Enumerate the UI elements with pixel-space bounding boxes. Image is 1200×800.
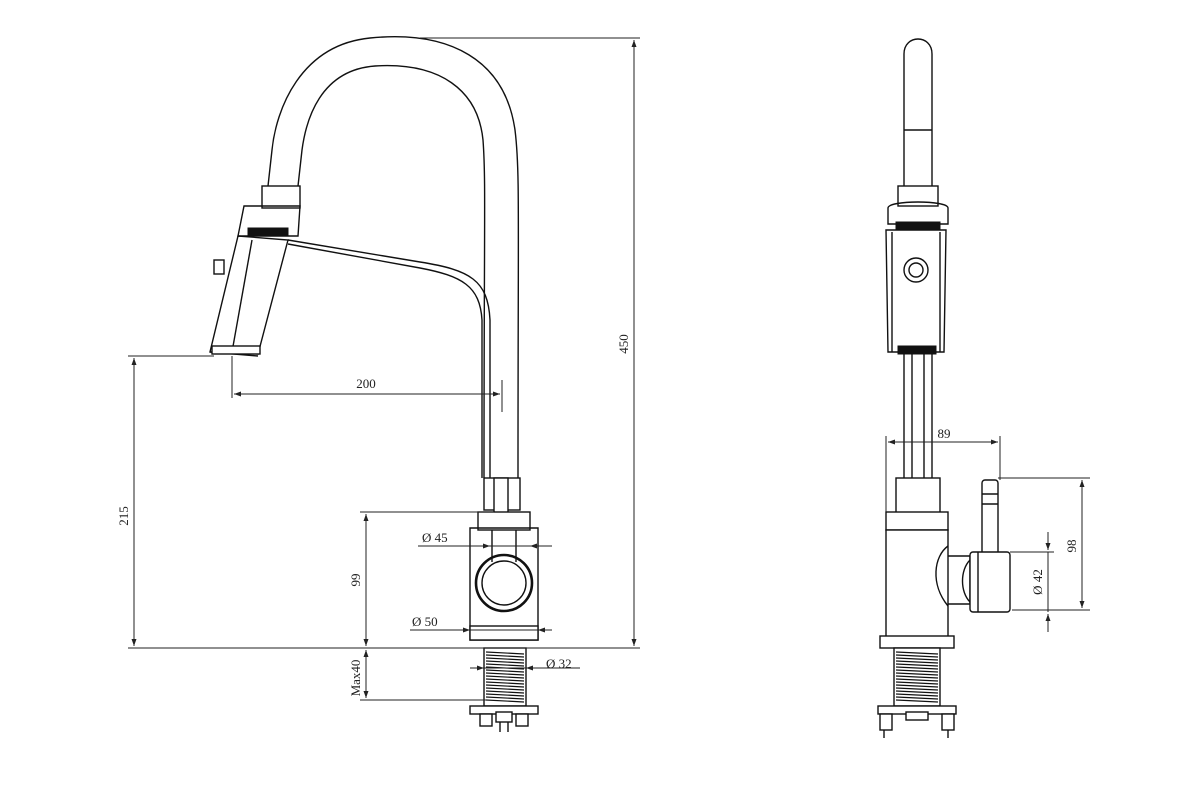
thread-line <box>485 699 525 703</box>
thread-line <box>485 678 525 682</box>
thread-line <box>485 687 525 691</box>
thread-line <box>895 675 939 679</box>
thread-line <box>485 660 525 664</box>
spray-head <box>209 185 301 357</box>
thread-line <box>485 696 525 700</box>
diameter-32-label: Ø 32 <box>546 656 572 671</box>
handle-circle <box>474 553 534 613</box>
thread-line <box>485 690 525 694</box>
width-89-label: 89 <box>938 426 951 441</box>
thread-line <box>485 657 525 661</box>
thread-line <box>895 663 939 667</box>
thread-line <box>485 681 525 685</box>
faucet-body <box>469 477 539 641</box>
thread-line <box>895 690 939 694</box>
front-threaded-shank <box>877 647 957 738</box>
height-450-label: 450 <box>616 334 631 354</box>
clearance-215-label: 215 <box>116 506 131 526</box>
height-98-label: 98 <box>1064 540 1079 553</box>
front-body <box>879 477 1011 649</box>
thread-line <box>895 660 939 664</box>
thread-line <box>895 678 939 682</box>
thread-line <box>895 657 939 661</box>
thread-line <box>485 651 525 655</box>
reach-200-label: 200 <box>356 376 376 391</box>
thread-line <box>485 654 525 658</box>
thread-line <box>485 663 525 667</box>
diameter-45-label: Ø 45 <box>422 530 448 545</box>
thread-line <box>485 675 525 679</box>
front-spray-button-icon <box>903 257 929 283</box>
side-view: 450 200 215 99 Max40 Ø 45 <box>116 36 640 732</box>
thread-line <box>895 654 939 658</box>
side-dimensions: 450 200 215 99 Max40 Ø 45 <box>116 37 640 701</box>
thread-line <box>895 651 939 655</box>
spout-inner <box>297 64 486 479</box>
diameter-42-label: Ø 42 <box>1030 569 1045 595</box>
thread-line <box>895 699 939 703</box>
thread-line <box>895 684 939 688</box>
max40-label: Max40 <box>348 660 363 697</box>
thread-line <box>895 687 939 691</box>
diameter-50-label: Ø 50 <box>412 614 438 629</box>
front-spout <box>903 38 933 186</box>
thread-line <box>485 672 525 676</box>
spout-outer <box>267 36 520 479</box>
thread-line <box>485 693 525 697</box>
spray-button-icon <box>213 259 225 275</box>
front-dimensions: 89 98 Ø 42 <box>885 426 1090 632</box>
thread-line <box>895 672 939 676</box>
thread-line <box>895 669 939 673</box>
thread-line <box>895 693 939 697</box>
thread-line <box>485 669 525 673</box>
pull-out-hose <box>287 239 491 478</box>
body-99-label: 99 <box>348 574 363 587</box>
front-view: 89 98 Ø 42 <box>877 38 1090 738</box>
threaded-shank <box>469 647 539 732</box>
thread-line <box>895 696 939 700</box>
thread-line <box>485 684 525 688</box>
thread-line <box>895 681 939 685</box>
thread-line <box>895 666 939 670</box>
front-spray-head <box>885 229 947 355</box>
